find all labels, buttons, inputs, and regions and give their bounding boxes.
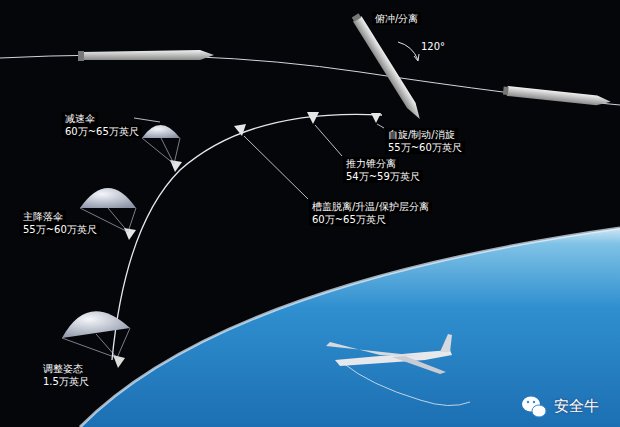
- altitude-label: 54万~59万英尺: [343, 170, 423, 183]
- altitude-label: 60万~65万英尺: [309, 213, 389, 226]
- watermark: 安全牛: [551, 397, 602, 415]
- altitude-label: 55万~60万英尺: [20, 223, 100, 236]
- stage-label: 槽盖脱离/升温/保护层分离: [309, 200, 432, 213]
- altitude-label: 55万~60万英尺: [385, 141, 465, 154]
- stage-label: 俯冲/分离: [372, 12, 421, 25]
- stage-label: 推力锥分离: [343, 157, 399, 170]
- angle-label: 120°: [418, 40, 448, 53]
- stage-label: 主降落伞: [20, 210, 66, 223]
- altitude-label: 60万~65万英尺: [62, 125, 142, 138]
- altitude-label: 1.5万英尺: [40, 375, 92, 388]
- stage-label: 自旋/制动/消旋: [385, 128, 458, 141]
- stage-label: 减速伞: [62, 112, 98, 125]
- stage-label: 调整姿态: [40, 362, 86, 375]
